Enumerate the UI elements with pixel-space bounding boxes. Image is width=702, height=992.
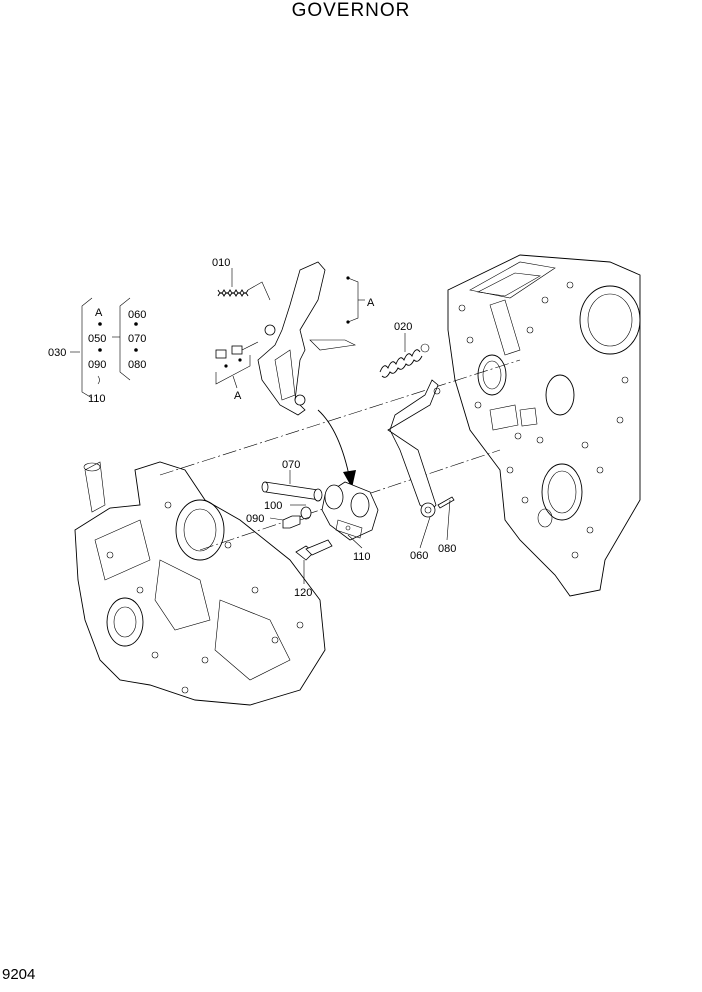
label-group-110: 110 [88,393,106,405]
spring-020 [379,343,430,378]
label-group-080: 080 [128,359,146,371]
group-030-legend [70,297,138,399]
label-010: 010 [212,257,230,269]
label-030: 030 [48,347,66,359]
label-070: 070 [282,459,300,471]
pin-080 [437,496,455,509]
label-group-060: 060 [128,309,146,321]
bracket-110 [321,481,379,541]
lever-060 [387,379,441,518]
label-080: 080 [438,543,456,555]
engine-block [447,254,641,597]
leader-lines [231,268,451,584]
governor-lever-assembly [215,261,356,416]
label-020: 020 [394,321,412,333]
label-110: 110 [353,551,371,563]
label-050: 050 [88,333,106,345]
shaft-070 [261,481,323,502]
page-title: GOVERNOR [291,0,411,21]
label-100: 100 [264,500,282,512]
label-a-bottom: A [234,390,242,402]
assembly-arrow [317,409,351,481]
a-bracket-top [346,276,365,324]
page-number: 9204 [2,966,36,983]
a-bracket-bottom [215,355,251,389]
bolt-120 [295,539,333,561]
gear-case-housing [74,461,326,706]
washer-100 [300,506,312,520]
arrow-head-icon [343,470,356,488]
label-060: 060 [410,550,428,562]
label-group-070: 070 [128,333,146,345]
bolt-090 [282,515,311,529]
label-120: 120 [294,587,312,599]
label-group-a: A [95,307,103,319]
label-group-090: 090 [88,359,106,371]
label-a-top: A [367,297,375,309]
label-090: 090 [246,513,264,525]
